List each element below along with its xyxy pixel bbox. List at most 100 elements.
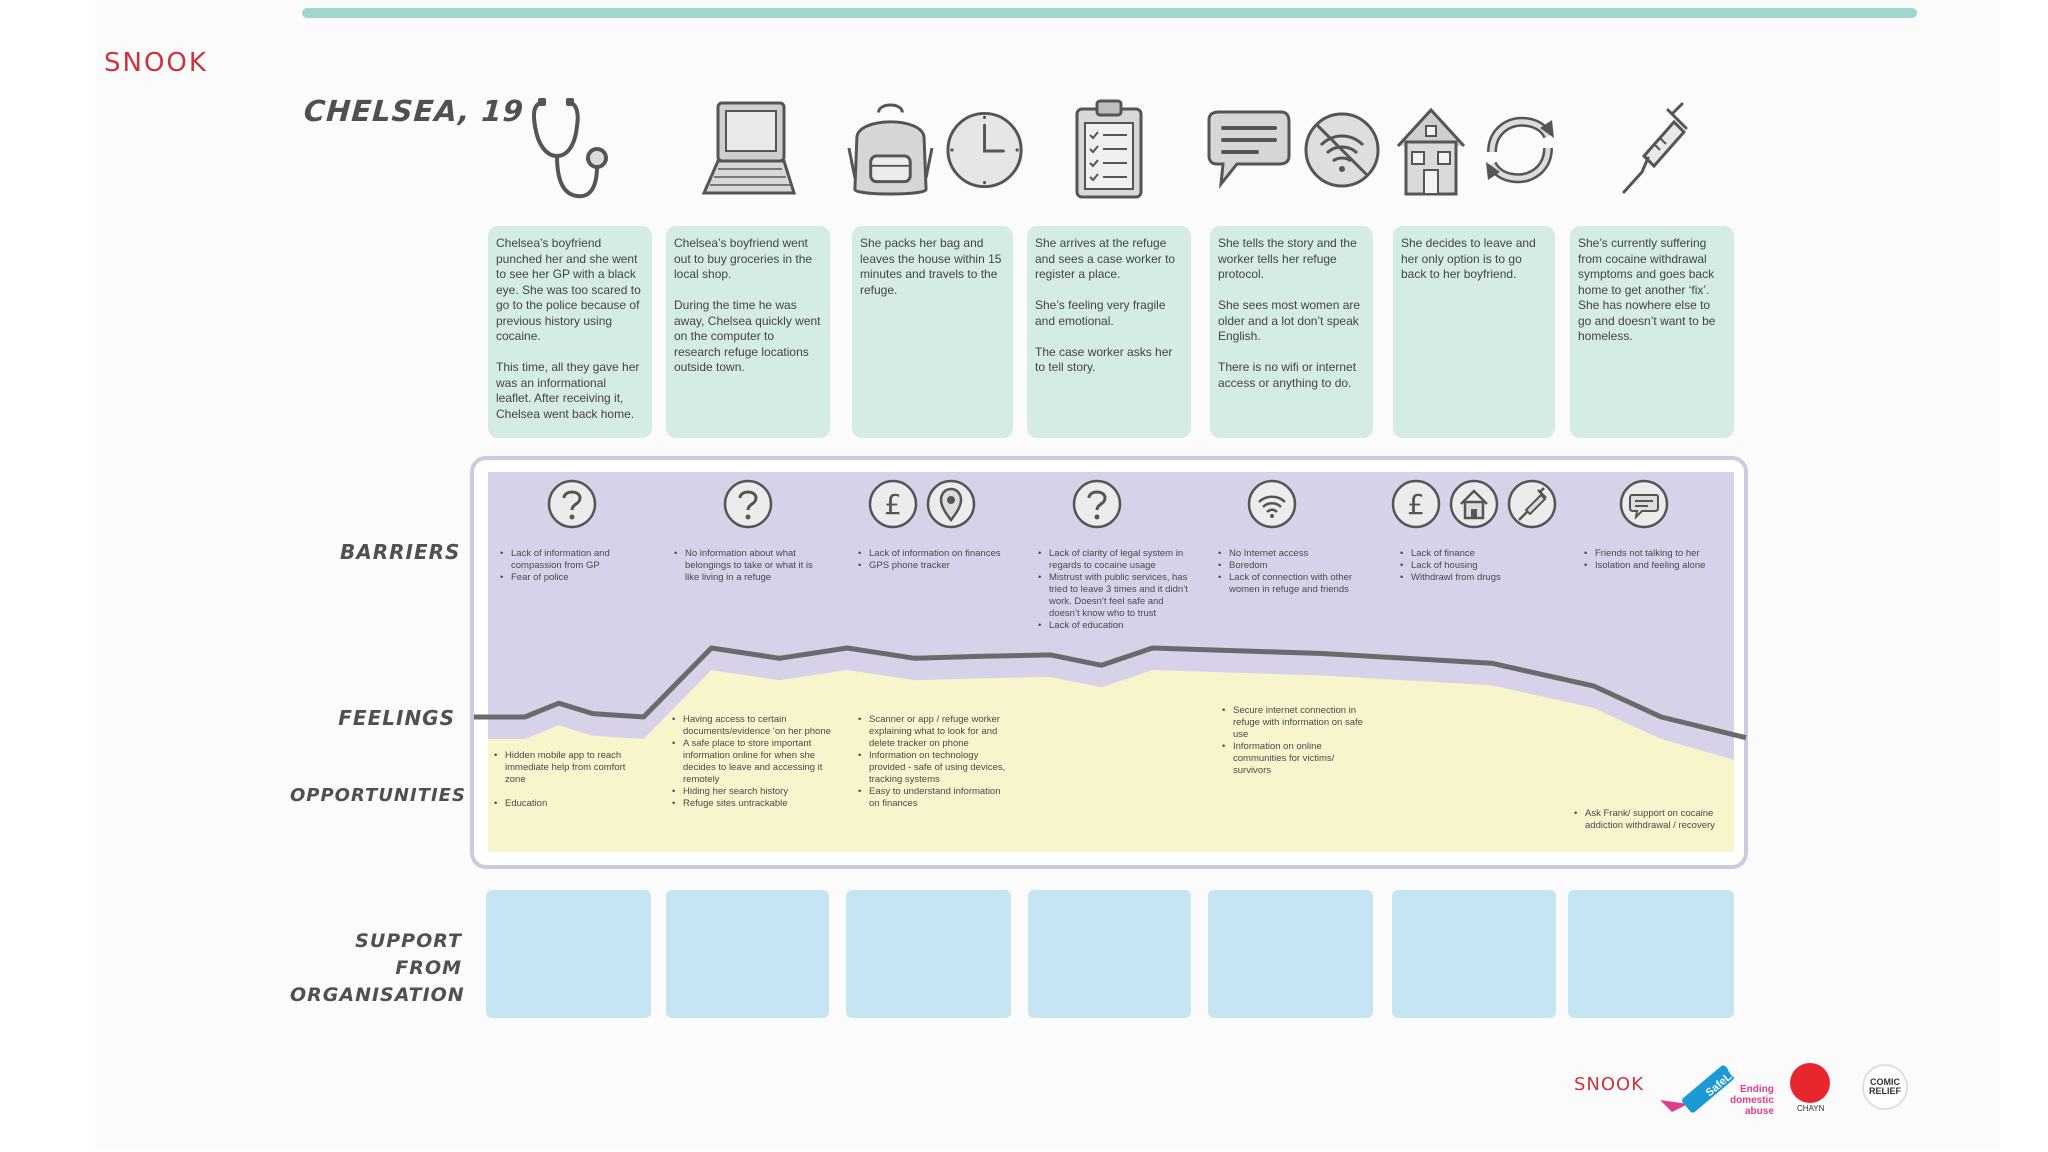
opportunities-list-1: Hidden mobile app to reach immediate hel… <box>494 750 644 810</box>
label-feelings: FEELINGS <box>338 706 455 730</box>
question-icon <box>1072 479 1122 529</box>
svg-text:£: £ <box>884 488 902 521</box>
partner-snook-logo: SNOOK <box>1574 1074 1645 1095</box>
stage-6-icons <box>1385 90 1569 210</box>
barrier-item: Withdrawl from drugs <box>1400 572 1550 584</box>
barriers-list-5: No Internet access Boredom Lack of conne… <box>1218 548 1368 596</box>
barrier-item: No information about what belongings to … <box>674 548 822 584</box>
clock-icon <box>946 111 1023 189</box>
barrier-item: Lack of education <box>1038 620 1188 632</box>
story-card-6: She decides to leave and her only option… <box>1393 226 1555 438</box>
house-icon <box>1449 479 1499 529</box>
pound-icon: £ <box>1391 479 1441 529</box>
comic-relief-logo: COMIC RELIEF <box>1862 1064 1908 1110</box>
stage-3-icons <box>845 90 1025 210</box>
barrier-icons-5 <box>1210 478 1334 538</box>
snook-logo: SNOOK <box>104 48 208 78</box>
barrier-icons-4 <box>1035 478 1159 538</box>
label-support-line1: SUPPORT FROM <box>355 930 462 979</box>
label-support: SUPPORT FROM ORGANISATION <box>290 928 465 1009</box>
syringe-icon <box>1622 102 1688 194</box>
clipboard-icon <box>1075 99 1143 199</box>
stage-1-icons <box>488 90 652 210</box>
support-box-6 <box>1392 890 1556 1018</box>
support-box-5 <box>1208 890 1373 1018</box>
top-accent-bar <box>302 8 1917 18</box>
barrier-item: Mistrust with public services, has tried… <box>1038 572 1188 620</box>
stethoscope-icon <box>532 98 608 199</box>
barrier-item: No Internet access <box>1218 548 1368 560</box>
barrier-item: Lack of clarity of legal system in regar… <box>1038 548 1188 572</box>
opportunity-item: Education <box>494 798 644 810</box>
wifi-icon <box>1247 479 1297 529</box>
barrier-item: Lack of information on finances <box>858 548 1008 560</box>
barriers-list-2: No information about what belongings to … <box>674 548 822 584</box>
opportunity-item: Easy to understand information on financ… <box>858 786 1008 810</box>
story-text: She’s currently suffering from cocaine w… <box>1578 236 1719 343</box>
support-box-7 <box>1568 890 1734 1018</box>
barrier-item: Isolation and feeling alone <box>1584 560 1734 572</box>
barrier-item: GPS phone tracker <box>858 560 1008 572</box>
barrier-item: Fear of police <box>500 572 640 584</box>
story-text: Chelsea’s boyfriend punched her and she … <box>496 236 641 421</box>
stage-4-icons <box>1027 90 1191 210</box>
support-box-1 <box>486 890 651 1018</box>
safelives-tagline: Ending domestic abuse <box>1730 1084 1774 1117</box>
barrier-icons-2 <box>686 478 810 538</box>
barrier-icons-3: £ <box>852 478 992 538</box>
support-box-2 <box>666 890 829 1018</box>
barrier-item: Lack of information and compassion from … <box>500 548 640 572</box>
svg-text:£: £ <box>1407 488 1425 521</box>
question-icon <box>723 479 773 529</box>
story-card-7: She’s currently suffering from cocaine w… <box>1570 226 1734 438</box>
story-card-2: Chelsea’s boyfriend went out to buy groc… <box>666 226 830 438</box>
support-box-4 <box>1028 890 1191 1018</box>
barriers-list-6: Lack of finance Lack of housing Withdraw… <box>1400 548 1550 584</box>
opportunities-list-5: Secure internet connection in refuge wit… <box>1222 705 1372 777</box>
opportunity-item: A safe place to store important informat… <box>672 738 832 786</box>
opportunity-item: Ask Frank/ support on cocaine addiction … <box>1574 808 1724 832</box>
label-opportunities: OPPORTUNITIES <box>290 785 466 806</box>
barriers-list-1: Lack of information and compassion from … <box>500 548 640 584</box>
story-card-5: She tells the story and the worker tells… <box>1210 226 1373 438</box>
stage-5-icons <box>1200 90 1384 210</box>
opportunity-item: Scanner or app / refuge worker explainin… <box>858 714 1008 750</box>
opportunity-item: Information on technology provided - saf… <box>858 750 1008 786</box>
opportunity-item: Refuge sites untrackable <box>672 798 832 810</box>
story-card-4: She arrives at the refuge and sees a cas… <box>1027 226 1191 438</box>
story-text: She decides to leave and her only option… <box>1401 236 1540 281</box>
speech-bubble-icon <box>1207 110 1291 189</box>
barrier-item: Friends not talking to her <box>1584 548 1734 560</box>
barrier-icons-1 <box>510 478 634 538</box>
label-support-line2: ORGANISATION <box>290 984 465 1006</box>
stage-2-icons <box>666 90 830 210</box>
story-text: She tells the story and the worker tells… <box>1218 236 1361 390</box>
opportunity-item: Having access to certain documents/evide… <box>672 714 832 738</box>
barrier-item: Lack of connection with other women in r… <box>1218 572 1368 596</box>
barrier-item: Lack of finance <box>1400 548 1550 560</box>
opportunity-item: Secure internet connection in refuge wit… <box>1222 705 1372 741</box>
speech-bubble-icon <box>1619 479 1669 529</box>
barriers-list-3: Lack of information on finances GPS phon… <box>858 548 1008 572</box>
opportunity-item: Information on online communities for vi… <box>1222 741 1372 777</box>
location-pin-icon <box>926 479 976 529</box>
opportunity-item: Hiding her search history <box>672 786 832 798</box>
barrier-item: Boredom <box>1218 560 1368 572</box>
opportunities-list-7: Ask Frank/ support on cocaine addiction … <box>1574 808 1724 832</box>
stage-7-icons <box>1570 90 1734 210</box>
opportunities-list-2: Having access to certain documents/evide… <box>672 714 832 810</box>
syringe-icon <box>1507 479 1557 529</box>
story-text: Chelsea’s boyfriend went out to buy groc… <box>674 236 821 374</box>
chayn-logo-icon <box>1790 1063 1830 1103</box>
story-card-1: Chelsea’s boyfriend punched her and she … <box>488 226 652 438</box>
house-icon <box>1396 107 1466 196</box>
question-icon <box>547 479 597 529</box>
support-box-3 <box>846 890 1011 1018</box>
story-text: She arrives at the refuge and sees a cas… <box>1035 236 1176 374</box>
no-wifi-icon <box>1304 112 1380 188</box>
laptop-icon <box>701 101 797 195</box>
cycle-arrows-icon <box>1486 116 1554 184</box>
opportunities-list-3: Scanner or app / refuge worker explainin… <box>858 714 1008 810</box>
barrier-icons-7 <box>1582 478 1706 538</box>
backpack-icon <box>847 103 934 196</box>
